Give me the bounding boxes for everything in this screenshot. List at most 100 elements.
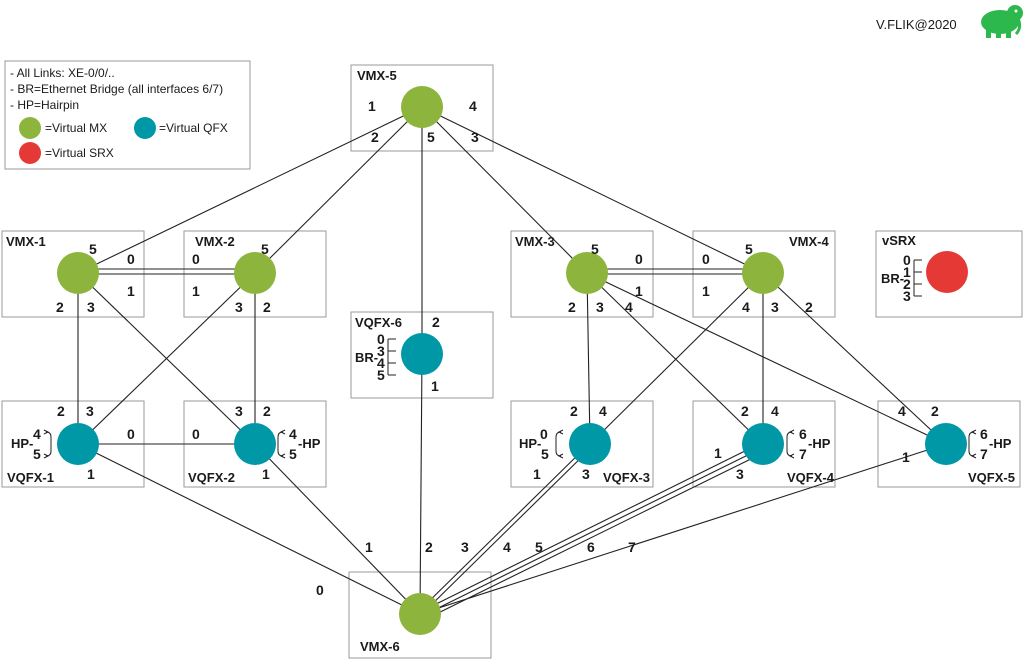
port-label: 2 (568, 299, 576, 315)
port-label: 7 (628, 539, 636, 555)
link-vmx2-vqfx1 (77, 272, 256, 445)
port-label: 3 (235, 299, 243, 315)
vqfx4-label: VQFX-4 (787, 470, 835, 485)
vqfx3-hp-tag: HP- (519, 436, 541, 451)
link-vmx5-vmx3 (421, 106, 588, 274)
port-label: 4 (599, 403, 607, 419)
port-label: 3 (87, 299, 95, 315)
port-label: 0 (377, 331, 385, 347)
port-label: 5 (261, 241, 269, 257)
port-label: 4 (771, 403, 779, 419)
port-label: 2 (741, 403, 749, 419)
port-label: 4 (33, 426, 41, 442)
vqfx6-node[interactable] (401, 333, 443, 375)
vmx2-label: VMX-2 (195, 234, 235, 249)
links (77, 106, 947, 621)
vmx1-label: VMX-1 (6, 234, 46, 249)
legend: - All Links: XE-0/0/.. - BR=Ethernet Bri… (10, 66, 228, 164)
link-vqfx4-vmx6-a (415, 444, 758, 615)
vmx3-node[interactable] (566, 252, 608, 294)
port-label: 1 (903, 264, 911, 280)
port-label: 3 (596, 299, 604, 315)
vmx5-label: VMX-5 (357, 68, 397, 83)
vsrx-node[interactable] (926, 251, 968, 293)
vqfx4-node[interactable] (742, 423, 784, 465)
port-label: 1 (533, 466, 541, 482)
port-label: 0 (903, 252, 911, 268)
legend-qfx-swatch (134, 117, 156, 139)
port-label: 1 (431, 378, 439, 394)
port-label: 1 (368, 98, 376, 114)
link-vmx3-vqfx4 (586, 272, 764, 445)
vmx5-node[interactable] (401, 86, 443, 128)
port-label: 0 (702, 251, 710, 267)
vqfx3-hairpin: HP- 0 5 (519, 426, 564, 462)
port-label: 1 (87, 466, 95, 482)
port-label: 1 (192, 283, 200, 299)
vmx3-label: VMX-3 (515, 234, 555, 249)
link-vmx3-vqfx3 (586, 272, 591, 445)
port-label: 4 (742, 299, 750, 315)
port-label: 1 (702, 283, 710, 299)
link-vqfx3-vmx6-a (415, 445, 588, 615)
port-label: 1 (365, 539, 373, 555)
port-label: 0 (127, 251, 135, 267)
legend-line-links: - All Links: XE-0/0/.. (10, 66, 115, 80)
vsrx-bridge: 0 1 2 3 BR- (881, 252, 922, 304)
vqfx1-node[interactable] (57, 423, 99, 465)
vqfx3-node[interactable] (569, 423, 611, 465)
port-label: 4 (377, 355, 385, 371)
port-label: 0 (540, 426, 548, 442)
vqfx6-bridge: 0 3 4 5 BR- (355, 331, 396, 383)
vsrx-label: vSRX (882, 233, 916, 248)
port-label: 5 (289, 446, 297, 462)
copyright-text: V.FLIK@2020 (876, 17, 957, 32)
port-label: 4 (898, 403, 906, 419)
port-label: 3 (235, 403, 243, 419)
vqfx2-node[interactable] (234, 423, 276, 465)
port-label: 4 (469, 98, 477, 114)
port-label: 5 (377, 367, 385, 383)
legend-line-br: - BR=Ethernet Bridge (all interfaces 6/7… (10, 82, 223, 96)
vmx6-node[interactable] (399, 593, 441, 635)
vqfx3-label: VQFX-3 (603, 470, 650, 485)
vqfx5-hairpin: 6 7 -HP (968, 426, 1012, 462)
port-label: 6 (587, 539, 595, 555)
port-label: 3 (86, 403, 94, 419)
vmx2-node[interactable] (234, 252, 276, 294)
link-vqfx4-vmx6-c (423, 452, 764, 621)
nodes (57, 86, 968, 635)
port-label: 3 (471, 129, 479, 145)
port-label: 1 (714, 445, 722, 461)
vqfx2-hp-tag: -HP (298, 436, 321, 451)
port-label: 5 (33, 446, 41, 462)
vqfx5-node[interactable] (925, 423, 967, 465)
port-label: 5 (89, 241, 97, 257)
vmx1-node[interactable] (57, 252, 99, 294)
legend-srx-swatch (19, 142, 41, 164)
port-label: 3 (771, 299, 779, 315)
legend-qfx-label: =Virtual QFX (159, 121, 228, 135)
port-label: 1 (127, 283, 135, 299)
vmx4-node[interactable] (742, 252, 784, 294)
port-label: 5 (535, 539, 543, 555)
port-label: 0 (127, 426, 135, 442)
vqfx4-hairpin: 6 7 -HP (786, 426, 831, 462)
port-label: 6 (799, 426, 807, 442)
link-vqfx1-vmx6 (77, 443, 421, 615)
link-vqfx2-vmx6 (254, 443, 421, 615)
port-label: 3 (903, 288, 911, 304)
port-label: 2 (432, 314, 440, 330)
link-vmx5-vmx1 (77, 106, 423, 274)
vqfx6-label: VQFX-6 (355, 315, 402, 330)
port-label: 3 (377, 343, 385, 359)
port-label: 2 (425, 539, 433, 555)
link-vmx5-vmx4 (421, 106, 764, 274)
port-label: 2 (903, 276, 911, 292)
port-label: 4 (503, 539, 511, 555)
port-label: 3 (736, 466, 744, 482)
vqfx1-label: VQFX-1 (7, 470, 54, 485)
node-labels: VMX-5 VMX-1 VMX-2 VMX-3 VMX-4 vSRX VQFX-… (6, 68, 1015, 654)
